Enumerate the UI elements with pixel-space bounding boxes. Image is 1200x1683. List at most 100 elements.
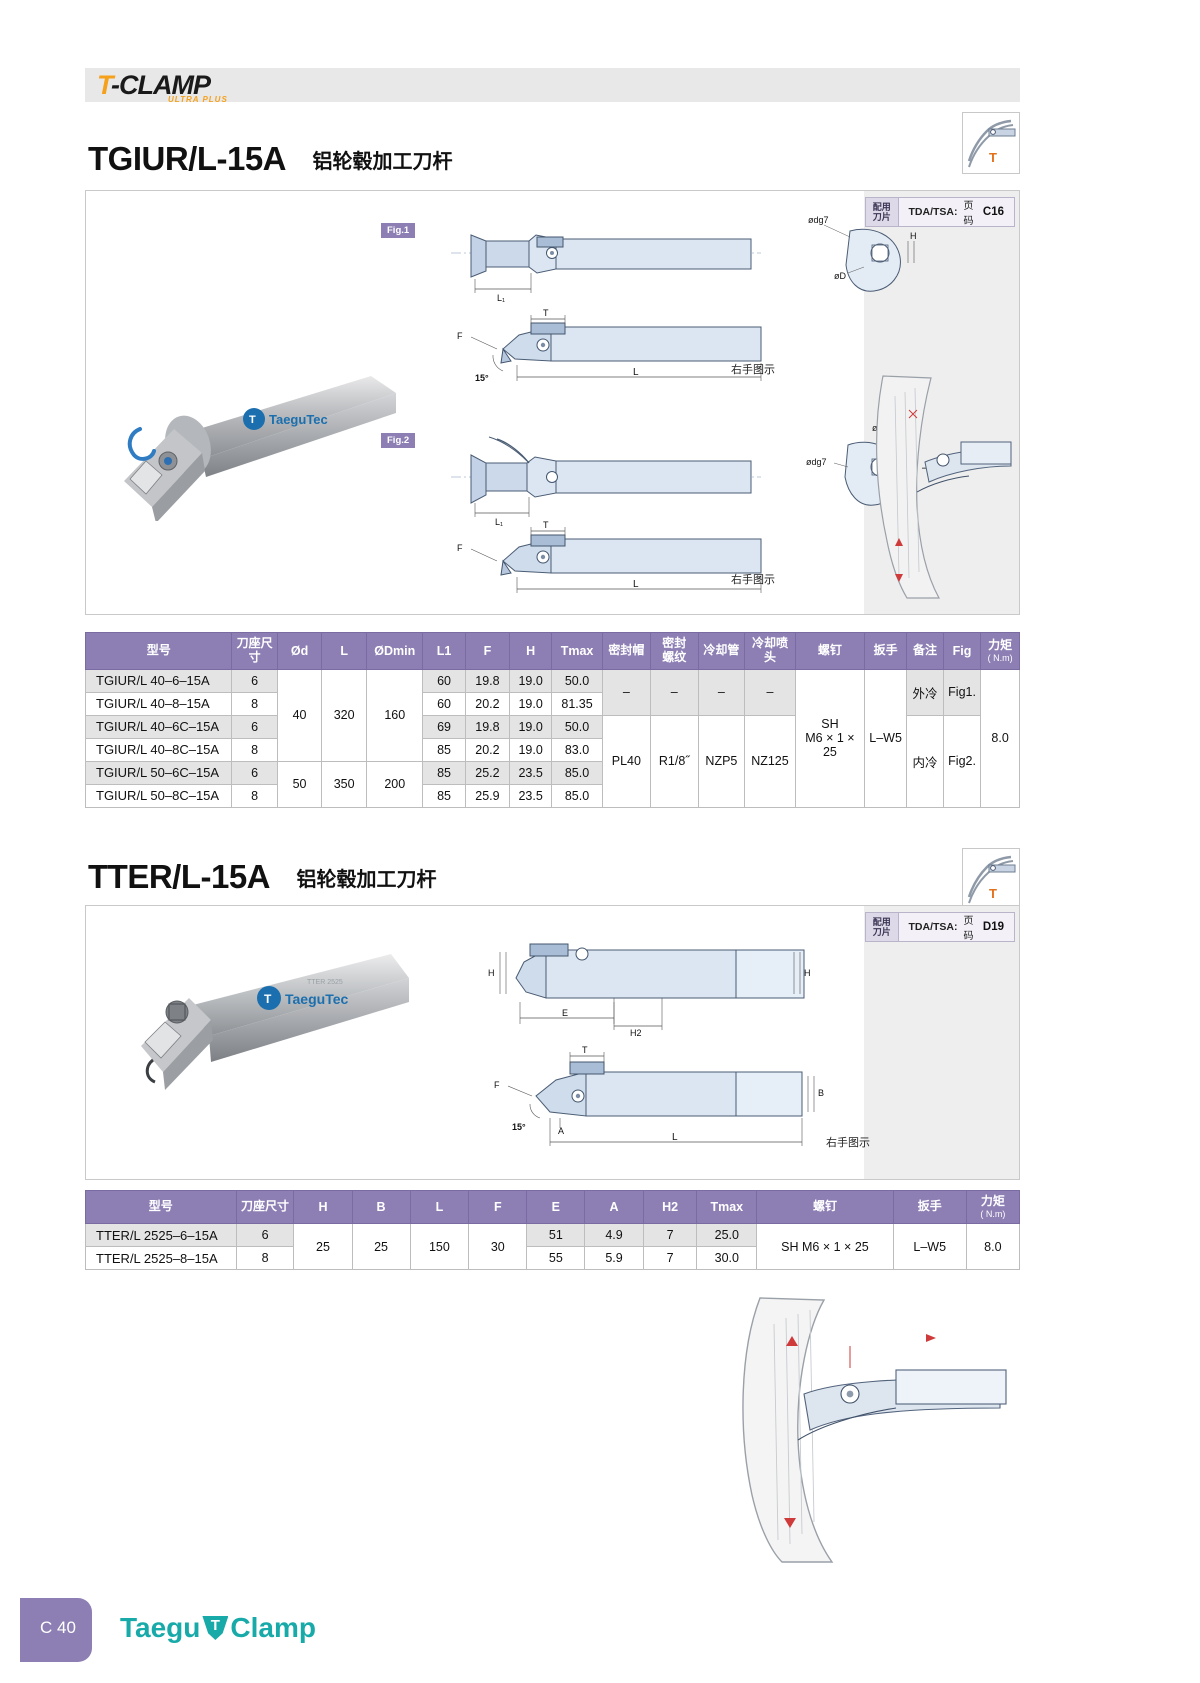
cell-remark-top: 外冷 [906, 668, 944, 716]
figure-panel-tgiur: T TaeguTec Fig.1 Fig.2 L₁ H ødg7 øD [85, 190, 1020, 615]
svg-text:L: L [672, 1132, 678, 1143]
th-torque-1: 力矩( N.m) [980, 632, 1020, 670]
th-tmax: Tmax [551, 632, 603, 670]
tclamp-logo-subtitle: ULTRA PLUS [168, 95, 228, 104]
hand-note-3: 右手图示 [826, 1137, 870, 1149]
cell-cool-nozzle-top: – [744, 668, 796, 716]
th-l: L [321, 632, 368, 670]
cell-remark-bot: 内冷 [906, 714, 944, 808]
cell-l1: 60 [422, 668, 466, 693]
svg-text:T: T [249, 414, 256, 426]
cell-model: TTER/L 2525–8–15A [85, 1246, 237, 1271]
th-model-1: 型号 [84, 632, 233, 670]
svg-text:TTER 2525: TTER 2525 [307, 979, 343, 986]
insert-box-label-tter: 配用刀片 [866, 913, 899, 941]
cell-h: 23.5 [509, 760, 553, 785]
drawing-tter-side: T F 15° A B L [494, 1046, 824, 1146]
th-seal-cap: 密封帽 [601, 632, 651, 670]
cell-seat: 8 [231, 737, 278, 762]
insert-page-word-tter: 页码 [963, 916, 974, 942]
svg-text:ødg7: ødg7 [806, 457, 827, 467]
cell-odmin-group2: 200 [366, 760, 424, 808]
th-h-2: H [293, 1189, 353, 1225]
cell-h: 19.0 [509, 737, 553, 762]
cell-seal-thread-top: – [649, 668, 699, 716]
header-bar [85, 68, 1020, 102]
tclamp-logo-rest: -CLAMP [111, 70, 211, 100]
figure-panel-tter: T TaeguTec TTER 2525 H H E H2 [85, 905, 1020, 1180]
th-fig: Fig [942, 632, 982, 670]
cell-h-group: 25 [293, 1223, 353, 1271]
drawing-fig2-top: L₁ [451, 436, 761, 527]
th-model-2: 型号 [85, 1189, 237, 1225]
svg-text:øD: øD [834, 271, 846, 281]
th-h: H [509, 632, 553, 670]
drawing-fig1-endview: H ødg7 øD [808, 215, 917, 292]
application-illustration-tgiur [876, 375, 1012, 599]
svg-text:T: T [989, 886, 997, 901]
cell-h: 19.0 [509, 668, 553, 693]
footer-logo-taegu: Taegu [120, 1612, 201, 1643]
svg-text:E: E [562, 1008, 568, 1018]
svg-text:H2: H2 [630, 1028, 642, 1038]
cell-l-group1: 320 [321, 668, 368, 762]
cell-torque-group: 8.0 [980, 668, 1020, 808]
th-remark: 备注 [906, 632, 944, 670]
insert-page-code-tgiur: C16 [982, 206, 1004, 218]
table-header-row-2: 型号 刀座尺寸 H B L F E A H2 Tmax 螺钉 扳手 力矩( N.… [85, 1189, 1021, 1225]
th-seat-1: 刀座尺寸 [231, 632, 278, 670]
svg-text:L: L [633, 579, 639, 590]
cell-tmax: 25.0 [696, 1223, 758, 1248]
footer-logo-clamp: Clamp [230, 1612, 316, 1643]
table-row: TGIUR/L 50–8C–15A 8 85 25.9 23.5 85.0 [84, 783, 1020, 808]
footer-page-tab [20, 1598, 92, 1662]
cell-tmax: 85.0 [551, 760, 603, 785]
table-row: TGIUR/L 40–6–15A 6 40 320 160 60 19.8 19… [84, 668, 1020, 808]
cell-tmax: 83.0 [551, 737, 603, 762]
application-illustration-bottom [742, 1297, 1007, 1563]
svg-text:15°: 15° [512, 1122, 526, 1132]
section-code-tgiur: TGIUR/L-15A [88, 140, 287, 177]
cell-f-group: 30 [468, 1223, 528, 1271]
svg-text:T: T [543, 309, 549, 318]
cell-model: TGIUR/L 40–8–15A [84, 691, 233, 716]
hand-note-2: 右手图示 [731, 574, 775, 586]
th-odmin: ØDmin [366, 632, 424, 670]
cell-cool-nozzle-bot: NZ125 [744, 714, 796, 808]
cell-l1: 85 [422, 760, 466, 785]
cell-h: 19.0 [509, 691, 553, 716]
cell-a: 5.9 [584, 1246, 644, 1271]
cell-f: 19.8 [464, 714, 511, 739]
cell-l1: 69 [422, 714, 466, 739]
tool-photo-tgiur: T TaeguTec [124, 376, 396, 521]
th-e-2: E [526, 1189, 586, 1225]
cell-e: 55 [526, 1246, 586, 1271]
cell-model: TGIUR/L 50–6C–15A [84, 760, 233, 785]
th-od: Ød [276, 632, 323, 670]
cell-tmax: 85.0 [551, 783, 603, 808]
th-wrench-1: 扳手 [864, 632, 908, 670]
tclamp-logo-t: T [97, 70, 112, 100]
footer-logo: Taegu Clamp [120, 1612, 316, 1644]
cell-e: 51 [526, 1223, 586, 1248]
insert-page-word-tgiur: 页码 [963, 201, 974, 227]
th-l1: L1 [422, 632, 466, 670]
table-row: TTER/L 2525–8–15A 8 55 5.9 7 30.0 [85, 1246, 1020, 1271]
tclamp-logo: T-CLAMP [97, 70, 211, 101]
cell-l-group: 150 [409, 1223, 470, 1271]
cell-screw-group-2: SH M6 × 1 × 25 [756, 1223, 894, 1271]
insert-series-tter: TDA/TSA: [908, 921, 958, 933]
drawing-tter-top: H H E H2 [488, 943, 811, 1038]
cell-od-group2: 50 [276, 760, 323, 808]
cell-model: TGIUR/L 40–6–15A [84, 668, 233, 693]
table-row: TGIUR/L 40–6C–15A 6 69 19.8 19.0 50.0 PL… [84, 714, 1020, 808]
cell-l-group2: 350 [321, 760, 368, 808]
insert-box-value-tter: TDA/TSA: 页码 D19 [899, 913, 1014, 942]
cell-od-group1: 40 [276, 668, 323, 762]
cell-l1: 60 [422, 691, 466, 716]
svg-text:F: F [457, 331, 463, 341]
section-title-tgiur: TGIUR/L-15A 铝轮毂加工刀杆 [88, 140, 452, 178]
th-screw-1: 螺钉 [794, 632, 866, 670]
cell-tmax: 50.0 [551, 714, 603, 739]
